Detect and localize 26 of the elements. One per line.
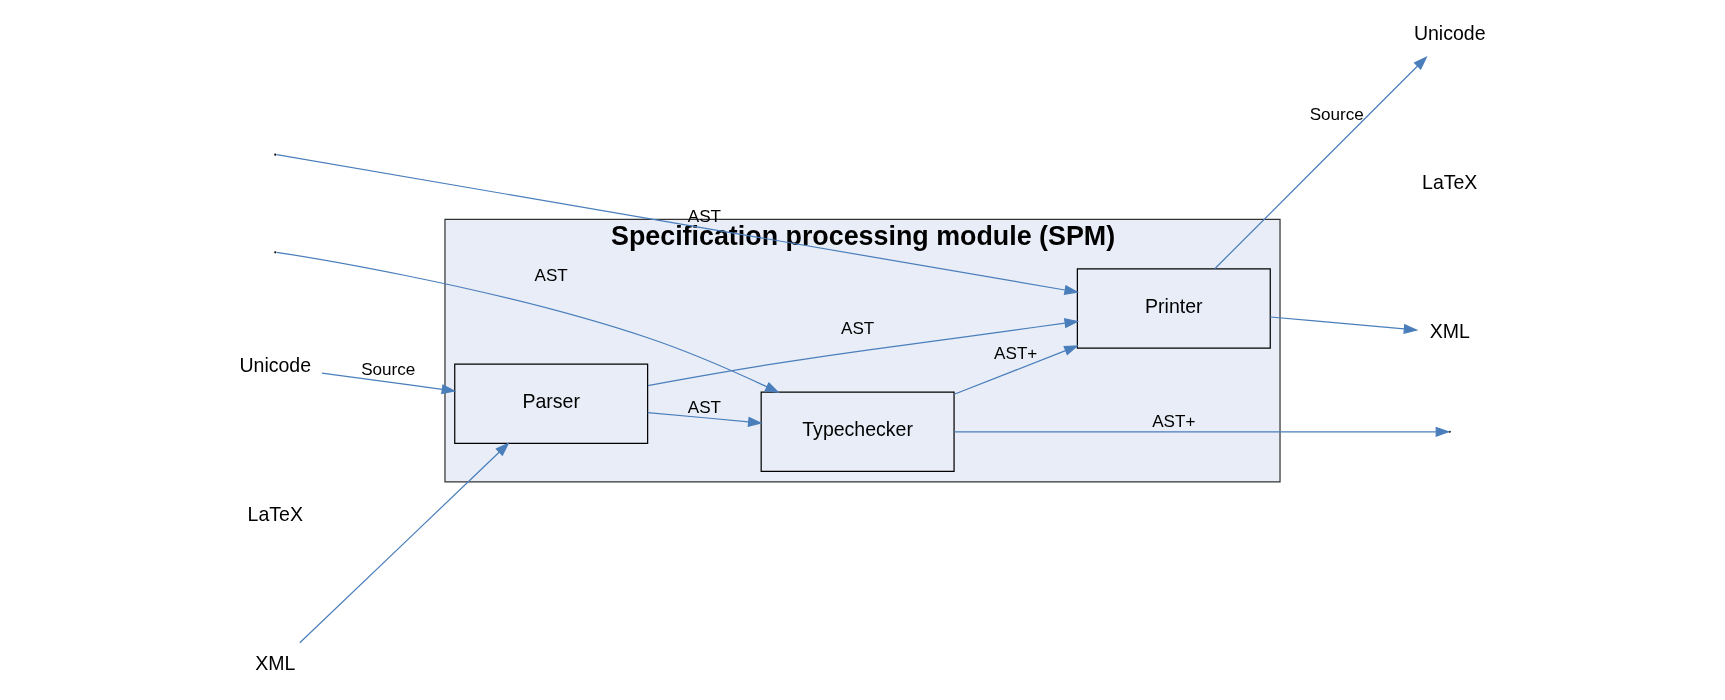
arrow xyxy=(321,372,457,395)
label: LaTeX xyxy=(247,502,303,525)
label: LaTeX xyxy=(1422,170,1478,193)
arrow xyxy=(299,442,510,644)
node-box: Parser xyxy=(454,363,649,444)
arrow xyxy=(276,251,780,393)
arrow xyxy=(1269,316,1419,335)
edge-label: AST+ xyxy=(994,343,1038,363)
node-text: XML xyxy=(1429,319,1470,342)
edge-label: AST+ xyxy=(1152,412,1196,432)
arrow xyxy=(953,345,1079,395)
edge-label: Source xyxy=(1309,104,1364,124)
edge-label: AST xyxy=(687,397,722,417)
arrow xyxy=(953,426,1451,437)
arrow xyxy=(647,411,763,427)
node-text: XML xyxy=(255,651,296,674)
edge-label: AST xyxy=(841,319,875,339)
edge-label: AST xyxy=(534,265,568,285)
node-box: Typechecker xyxy=(760,391,955,473)
node-text: Unicode xyxy=(1413,21,1486,44)
arrow xyxy=(276,154,1080,295)
node-text: Unicode xyxy=(239,353,312,376)
node-box: Printer xyxy=(1076,268,1271,349)
arrow xyxy=(647,318,1080,387)
arrow xyxy=(1214,55,1428,270)
edge-label: Source xyxy=(361,359,416,379)
